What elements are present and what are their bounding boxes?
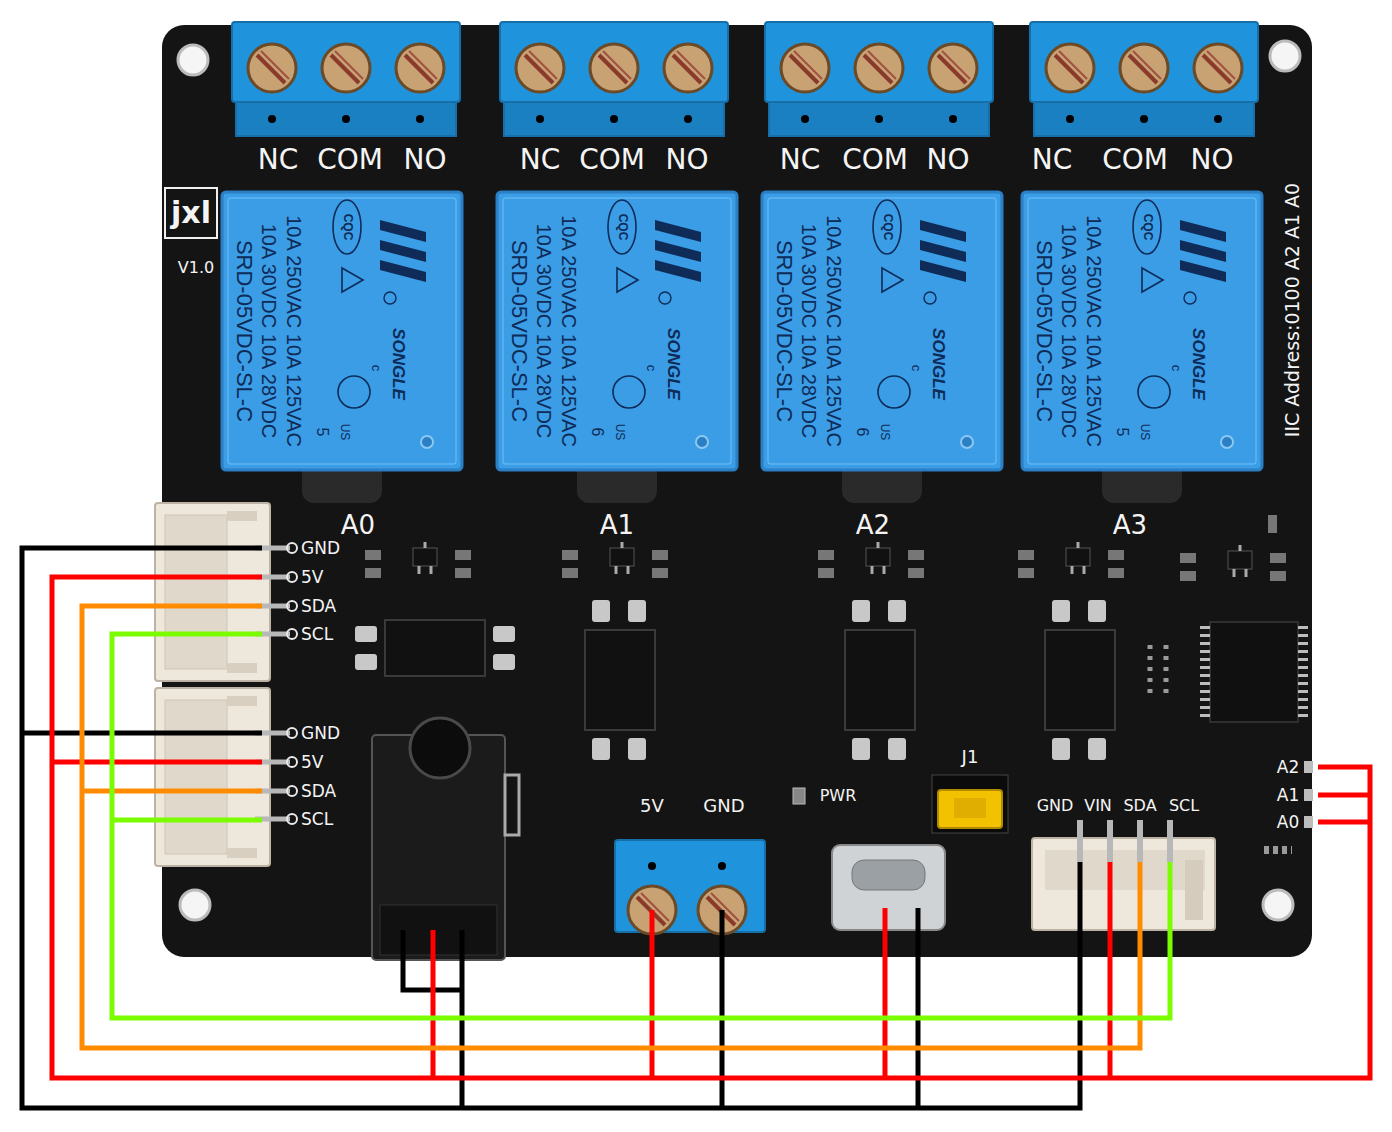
brand-name: SONGLE [664,328,683,400]
cert-mark: CQC [340,214,353,241]
pin-label: SCL [301,810,333,829]
cert-mark: c [1169,365,1183,372]
pin-label: GND [1037,797,1074,815]
relay-model: SRD-05VDC-SL-C [1032,240,1056,422]
pin-label: 5V [301,753,323,772]
cert-mark: US [337,424,350,441]
relay-model: SRD-05VDC-SL-C [772,240,796,422]
cert-mark: US [612,424,625,441]
channel-label: A1 [600,511,634,540]
brand-label: jxl [171,196,211,229]
relay-rating: 10A 30VDC 10A 28VDC [1058,224,1080,439]
terminal-label: COM [579,145,645,176]
driver-parts [365,515,1286,581]
pin-label: GND [301,724,340,743]
terminal-label: NO [404,145,447,176]
relay-rating: 10A 30VDC 10A 28VDC [258,224,280,439]
terminal-label: COM [842,145,908,176]
power-label: 5V [640,796,664,816]
terminal-label: COM [317,145,383,176]
cert-mark: c [369,365,383,372]
pin-label: SDA [1123,797,1156,815]
pin-label: 5V [301,568,323,587]
terminal-label: NO [1191,145,1234,176]
terminal-label: NC [520,145,561,176]
cert-mark: US [877,424,890,441]
pin-label: VIN [1084,797,1112,815]
brand-name: SONGLE [1189,328,1208,400]
led-label: PWR [820,787,857,805]
address-label: IIC Address:0100 A2 A1 A0 [1282,183,1303,437]
address-pin-label: A1 [1277,786,1299,805]
terminal-label: NC [780,145,821,176]
batch-number: 6 [853,428,871,437]
terminal-label: NO [927,145,970,176]
relay-rating: 10A 30VDC 10A 28VDC [798,224,820,439]
address-pin-label: A0 [1277,813,1299,832]
pcb-board [162,25,1312,957]
cert-mark: c [909,365,923,372]
version-label: V1.0 [178,259,214,277]
channel-label: A2 [856,511,890,540]
relay-rating: 10A 250VAC 10A 125VAC [823,215,845,447]
relay-rating: 10A 250VAC 10A 125VAC [1083,215,1105,447]
batch-number: 6 [588,428,606,437]
wire [22,548,1370,1108]
jumper-label: J1 [962,747,979,767]
cert-mark: CQC [615,214,628,241]
relay-body: SRD-05VDC-SL-C 10A 250VAC 10A 125VAC10A 3… [762,192,1002,470]
cert-mark: CQC [1140,214,1153,241]
cert-mark: US [1137,424,1150,441]
terminal-label: NC [258,145,299,176]
brand-name: SONGLE [389,328,408,400]
relay-body: SRD-05VDC-SL-C 10A 250VAC 10A 125VAC10A 3… [497,192,737,470]
pin-label: SCL [301,625,333,644]
address-pads [1304,761,1313,828]
pin-label: SDA [301,782,336,801]
jumper [932,775,1008,833]
relay-body [222,192,1262,470]
relay-body: SRD-05VDC-SL-C 10A 250VAC 10A 125VAC10A 3… [1022,192,1262,470]
relay-model: SRD-05VDC-SL-C [507,240,531,422]
terminal-label: NC [1032,145,1073,176]
batch-number: 5 [1113,428,1131,437]
cert-mark: c [644,365,658,372]
io-expander-chip [1150,622,1303,850]
batch-number: 5 [313,428,331,437]
dc-jack [372,718,519,960]
cert-mark: CQC [880,214,893,241]
power-led [793,788,805,804]
channel-label: A0 [341,511,375,540]
relay-rating: 10A 250VAC 10A 125VAC [283,215,305,447]
pin-label: SCL [1169,797,1199,815]
screw-terminal [232,22,1258,136]
terminal-label: COM [1102,145,1168,176]
channel-label: A3 [1113,511,1147,540]
relay-model: SRD-05VDC-SL-C [232,240,256,422]
power-label: GND [703,796,744,816]
usb-c-port [832,845,945,930]
relay-body: SRD-05VDC-SL-C 10A 250VAC 10A 125VAC10A 3… [222,192,462,470]
pin-label: SDA [301,597,336,616]
power-terminal [615,840,765,934]
pin-label: GND [301,539,340,558]
brand-name: SONGLE [929,328,948,400]
relay-rating: 10A 30VDC 10A 28VDC [533,224,555,439]
terminal-label: NO [666,145,709,176]
relay-rating: 10A 250VAC 10A 125VAC [558,215,580,447]
address-pin-label: A2 [1277,758,1299,777]
